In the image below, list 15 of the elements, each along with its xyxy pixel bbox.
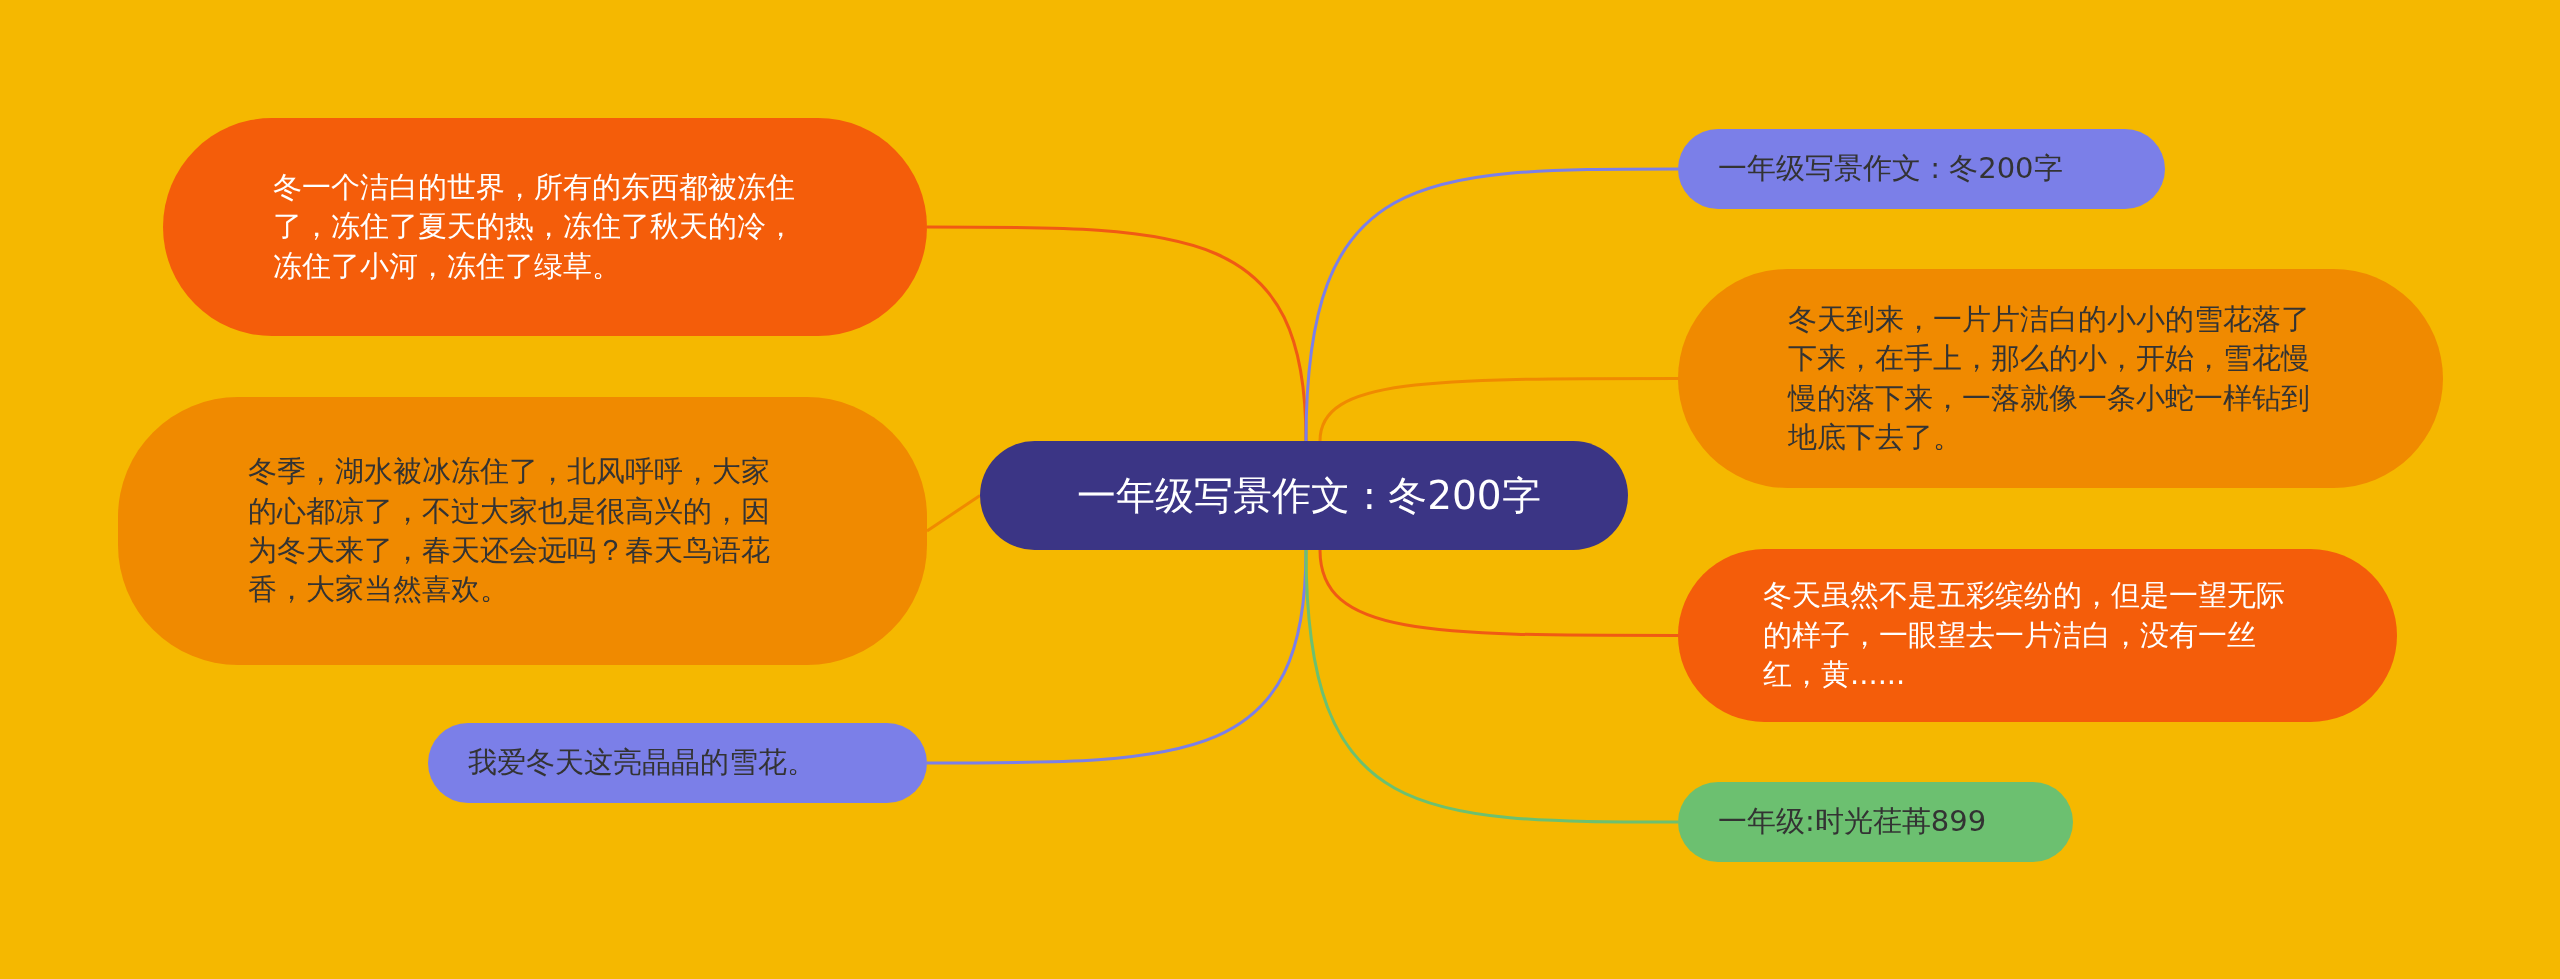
connector-line (926, 494, 981, 533)
connector-line (927, 225, 1308, 442)
connector-line (1318, 377, 1678, 442)
connector-line (927, 549, 1308, 765)
topic-text: 我爱冬天这亮晶晶的雪花。 (468, 744, 816, 782)
topic-text: 冬季，湖水被冰冻住了，北风呼呼，大家的心都凉了，不过大家也是很高兴的，因为冬天来了，春天还会远吗？春天鸟语花香，大家当然喜欢。 (248, 453, 771, 609)
topic-text: 冬一个洁白的世界，所有的东西都被冻住了，冻住了夏天的热，冻住了秋天的冷，冻住了小河，冻住了绿草。 (273, 168, 796, 285)
topic-text: 冬天虽然不是五彩缤纷的，但是一望无际的样子，一眼望去一片洁白，没有一丝红，黄...... (1763, 577, 2286, 694)
topic-text: 一年级写景作文 : 冬200字 (1718, 150, 2063, 188)
connector-line (1318, 549, 1678, 637)
connector-line (1304, 549, 1678, 824)
topic-text: 一年级:时光荏苒899 (1718, 803, 1987, 841)
topic-text: 冬天到来，一片片洁白的小小的雪花落了下来，在手上，那么的小，开始，雪花慢慢的落下来，一落就像一条小蛇一样钻到地底下去了。 (1788, 300, 2311, 456)
topic-text: 一年级写景作文 : 冬200字 (1077, 472, 1541, 520)
connector-line (1304, 167, 1678, 442)
